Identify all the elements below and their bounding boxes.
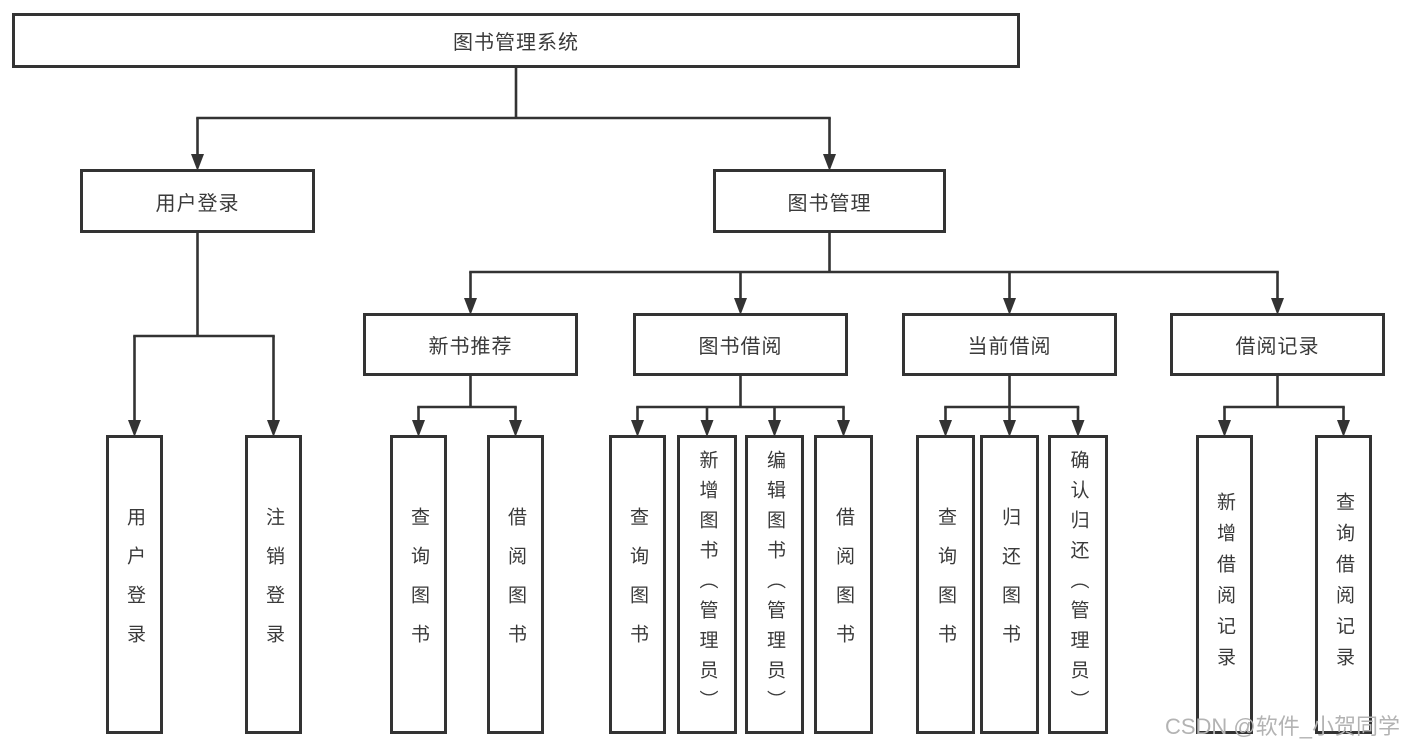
node-label: 查询图书 <box>935 506 956 663</box>
node-bb-query: 查询图书 <box>609 435 666 734</box>
node-label: 查询借阅记录 <box>1333 491 1354 678</box>
node-logout: 注销登录 <box>245 435 302 734</box>
node-label: 归还图书 <box>999 506 1020 663</box>
node-label: 注销登录 <box>263 506 284 663</box>
arrowhead-login <box>128 420 141 437</box>
arrowhead-book-mgmt <box>823 154 836 171</box>
node-label: 借阅图书 <box>833 506 854 663</box>
arrowhead-bb-add <box>700 420 714 437</box>
node-login: 用户登录 <box>106 435 163 734</box>
arrowhead-user-login <box>191 154 204 171</box>
node-label: 编辑图书（管理员） <box>764 449 785 720</box>
node-bb-add: 新增图书（管理员） <box>677 435 737 734</box>
arrowhead-borrow-records <box>1271 298 1284 315</box>
node-bb-edit: 编辑图书（管理员） <box>745 435 804 734</box>
node-label: 用户登录 <box>124 506 145 663</box>
node-label: 借阅记录 <box>1235 336 1320 358</box>
node-book-borrow: 图书借阅 <box>633 313 848 376</box>
node-root: 图书管理系统 <box>12 13 1020 68</box>
arrowhead-nbr-query <box>412 420 425 437</box>
node-cb-confirm: 确认归还（管理员） <box>1048 435 1108 734</box>
node-label: 借阅图书 <box>505 506 526 663</box>
node-label: 图书管理系统 <box>453 32 579 54</box>
node-label: 查询图书 <box>408 506 429 663</box>
arrowhead-bb-edit <box>768 420 781 437</box>
node-nbr-borrow: 借阅图书 <box>487 435 544 734</box>
arrowhead-cb-query <box>939 420 952 437</box>
node-label: 确认归还（管理员） <box>1067 449 1089 720</box>
node-label: 查询图书 <box>627 506 648 663</box>
arrowhead-logout <box>267 420 280 437</box>
node-label: 新书推荐 <box>428 336 513 358</box>
node-label: 图书借阅 <box>698 336 783 358</box>
node-bb-borrow: 借阅图书 <box>814 435 873 734</box>
node-br-add: 新增借阅记录 <box>1196 435 1253 734</box>
arrowhead-bb-query <box>631 420 644 437</box>
arrowhead-cb-confirm <box>1071 420 1085 437</box>
node-new-book-rec: 新书推荐 <box>363 313 578 376</box>
node-borrow-records: 借阅记录 <box>1170 313 1385 376</box>
node-label: 新增图书（管理员） <box>696 449 718 720</box>
arrowhead-br-add <box>1218 420 1231 437</box>
node-br-query: 查询借阅记录 <box>1315 435 1372 734</box>
node-label: 当前借阅 <box>967 336 1052 358</box>
arrowhead-nbr-borrow <box>509 420 522 437</box>
arrowhead-br-query <box>1337 420 1350 437</box>
node-user-login: 用户登录 <box>80 169 315 233</box>
arrowhead-cb-return <box>1003 420 1016 437</box>
node-cb-query: 查询图书 <box>916 435 975 734</box>
arrowhead-current-borrow <box>1003 298 1016 315</box>
node-label: 用户登录 <box>155 192 240 215</box>
csdn-watermark: CSDN @软件_小贺同学 <box>1164 714 1400 739</box>
node-label: 新增借阅记录 <box>1214 491 1235 678</box>
node-current-borrow: 当前借阅 <box>902 313 1117 376</box>
arrowhead-bb-borrow <box>837 420 850 437</box>
node-nbr-query: 查询图书 <box>390 435 447 734</box>
arrowhead-new-book-rec <box>464 298 477 315</box>
arrowhead-book-borrow <box>734 298 747 315</box>
node-cb-return: 归还图书 <box>980 435 1039 734</box>
node-label: 图书管理 <box>787 192 872 215</box>
node-book-mgmt: 图书管理 <box>713 169 946 233</box>
